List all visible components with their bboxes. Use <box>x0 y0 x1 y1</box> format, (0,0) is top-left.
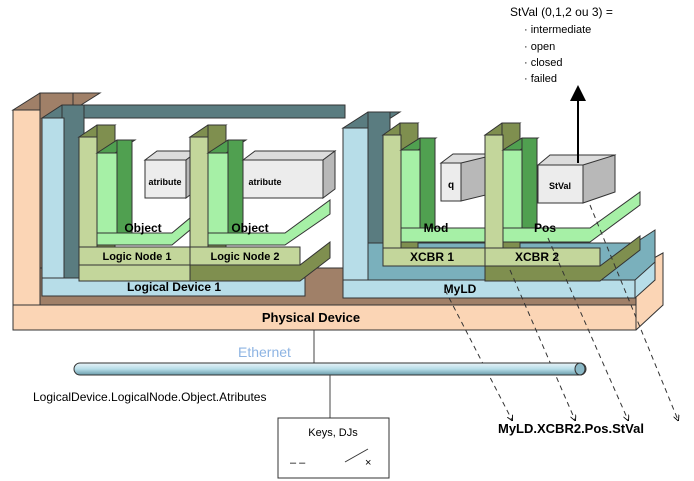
pos-object: Pos StVal <box>501 137 641 243</box>
svg-text:atribute: atribute <box>248 177 281 187</box>
mod-label: Mod <box>424 221 449 235</box>
stval-cube: StVal <box>536 154 617 204</box>
generic-path-label: LogicalDevice.LogicalNode.Object.Atribut… <box>33 390 266 404</box>
switch-icon <box>344 448 369 463</box>
stval-item-1: · intermediate <box>524 24 591 36</box>
attribute-cube-2: atribute <box>241 150 337 199</box>
ethernet: Ethernet <box>73 330 587 418</box>
stval-title: StVal (0,1,2 ou 3) = <box>510 5 613 19</box>
ethernet-label: Ethernet <box>238 344 291 360</box>
mapping-lines <box>444 204 678 420</box>
object-1: Object atribute <box>95 139 200 246</box>
myld-label: MyLD <box>444 282 477 296</box>
stval-item-3: · closed <box>524 57 563 69</box>
keys-box: Keys, DJs – – × <box>277 417 390 479</box>
pos-label: Pos <box>534 221 556 235</box>
logical-device-1-label: Logical Device 1 <box>127 280 221 294</box>
logic-node-1-label: Logic Node 1 <box>102 251 171 263</box>
stval-item-2: · open <box>524 41 555 53</box>
xcbr1-label: XCBR 1 <box>410 250 454 264</box>
keys-dash: – – <box>290 457 306 469</box>
physical-device-plate <box>12 304 637 331</box>
stval-annotation: StVal (0,1,2 ou 3) = · intermediate · op… <box>510 5 613 85</box>
logical-device-1-side <box>41 117 65 297</box>
switch-x: × <box>365 457 371 469</box>
keys-label: Keys, DJs <box>308 427 358 439</box>
object-2-label: Object <box>231 221 268 235</box>
stval-item-4: · failed <box>524 73 557 85</box>
physical-device-label: Physical Device <box>262 310 360 325</box>
svg-text:q: q <box>448 180 454 191</box>
ethernet-bus <box>73 362 587 376</box>
object-1-label: Object <box>124 221 161 235</box>
svg-text:atribute: atribute <box>148 177 181 187</box>
mod-object: Mod q <box>399 137 500 243</box>
myld-side <box>342 127 369 299</box>
logic-node-2-label: Logic Node 2 <box>210 251 279 263</box>
xcbr2-label: XCBR 2 <box>515 250 559 264</box>
svg-text:StVal: StVal <box>549 181 571 191</box>
specific-path-label: MyLD.XCBR2.Pos.StVal <box>498 421 644 436</box>
object-2: Object atribute <box>206 139 337 246</box>
